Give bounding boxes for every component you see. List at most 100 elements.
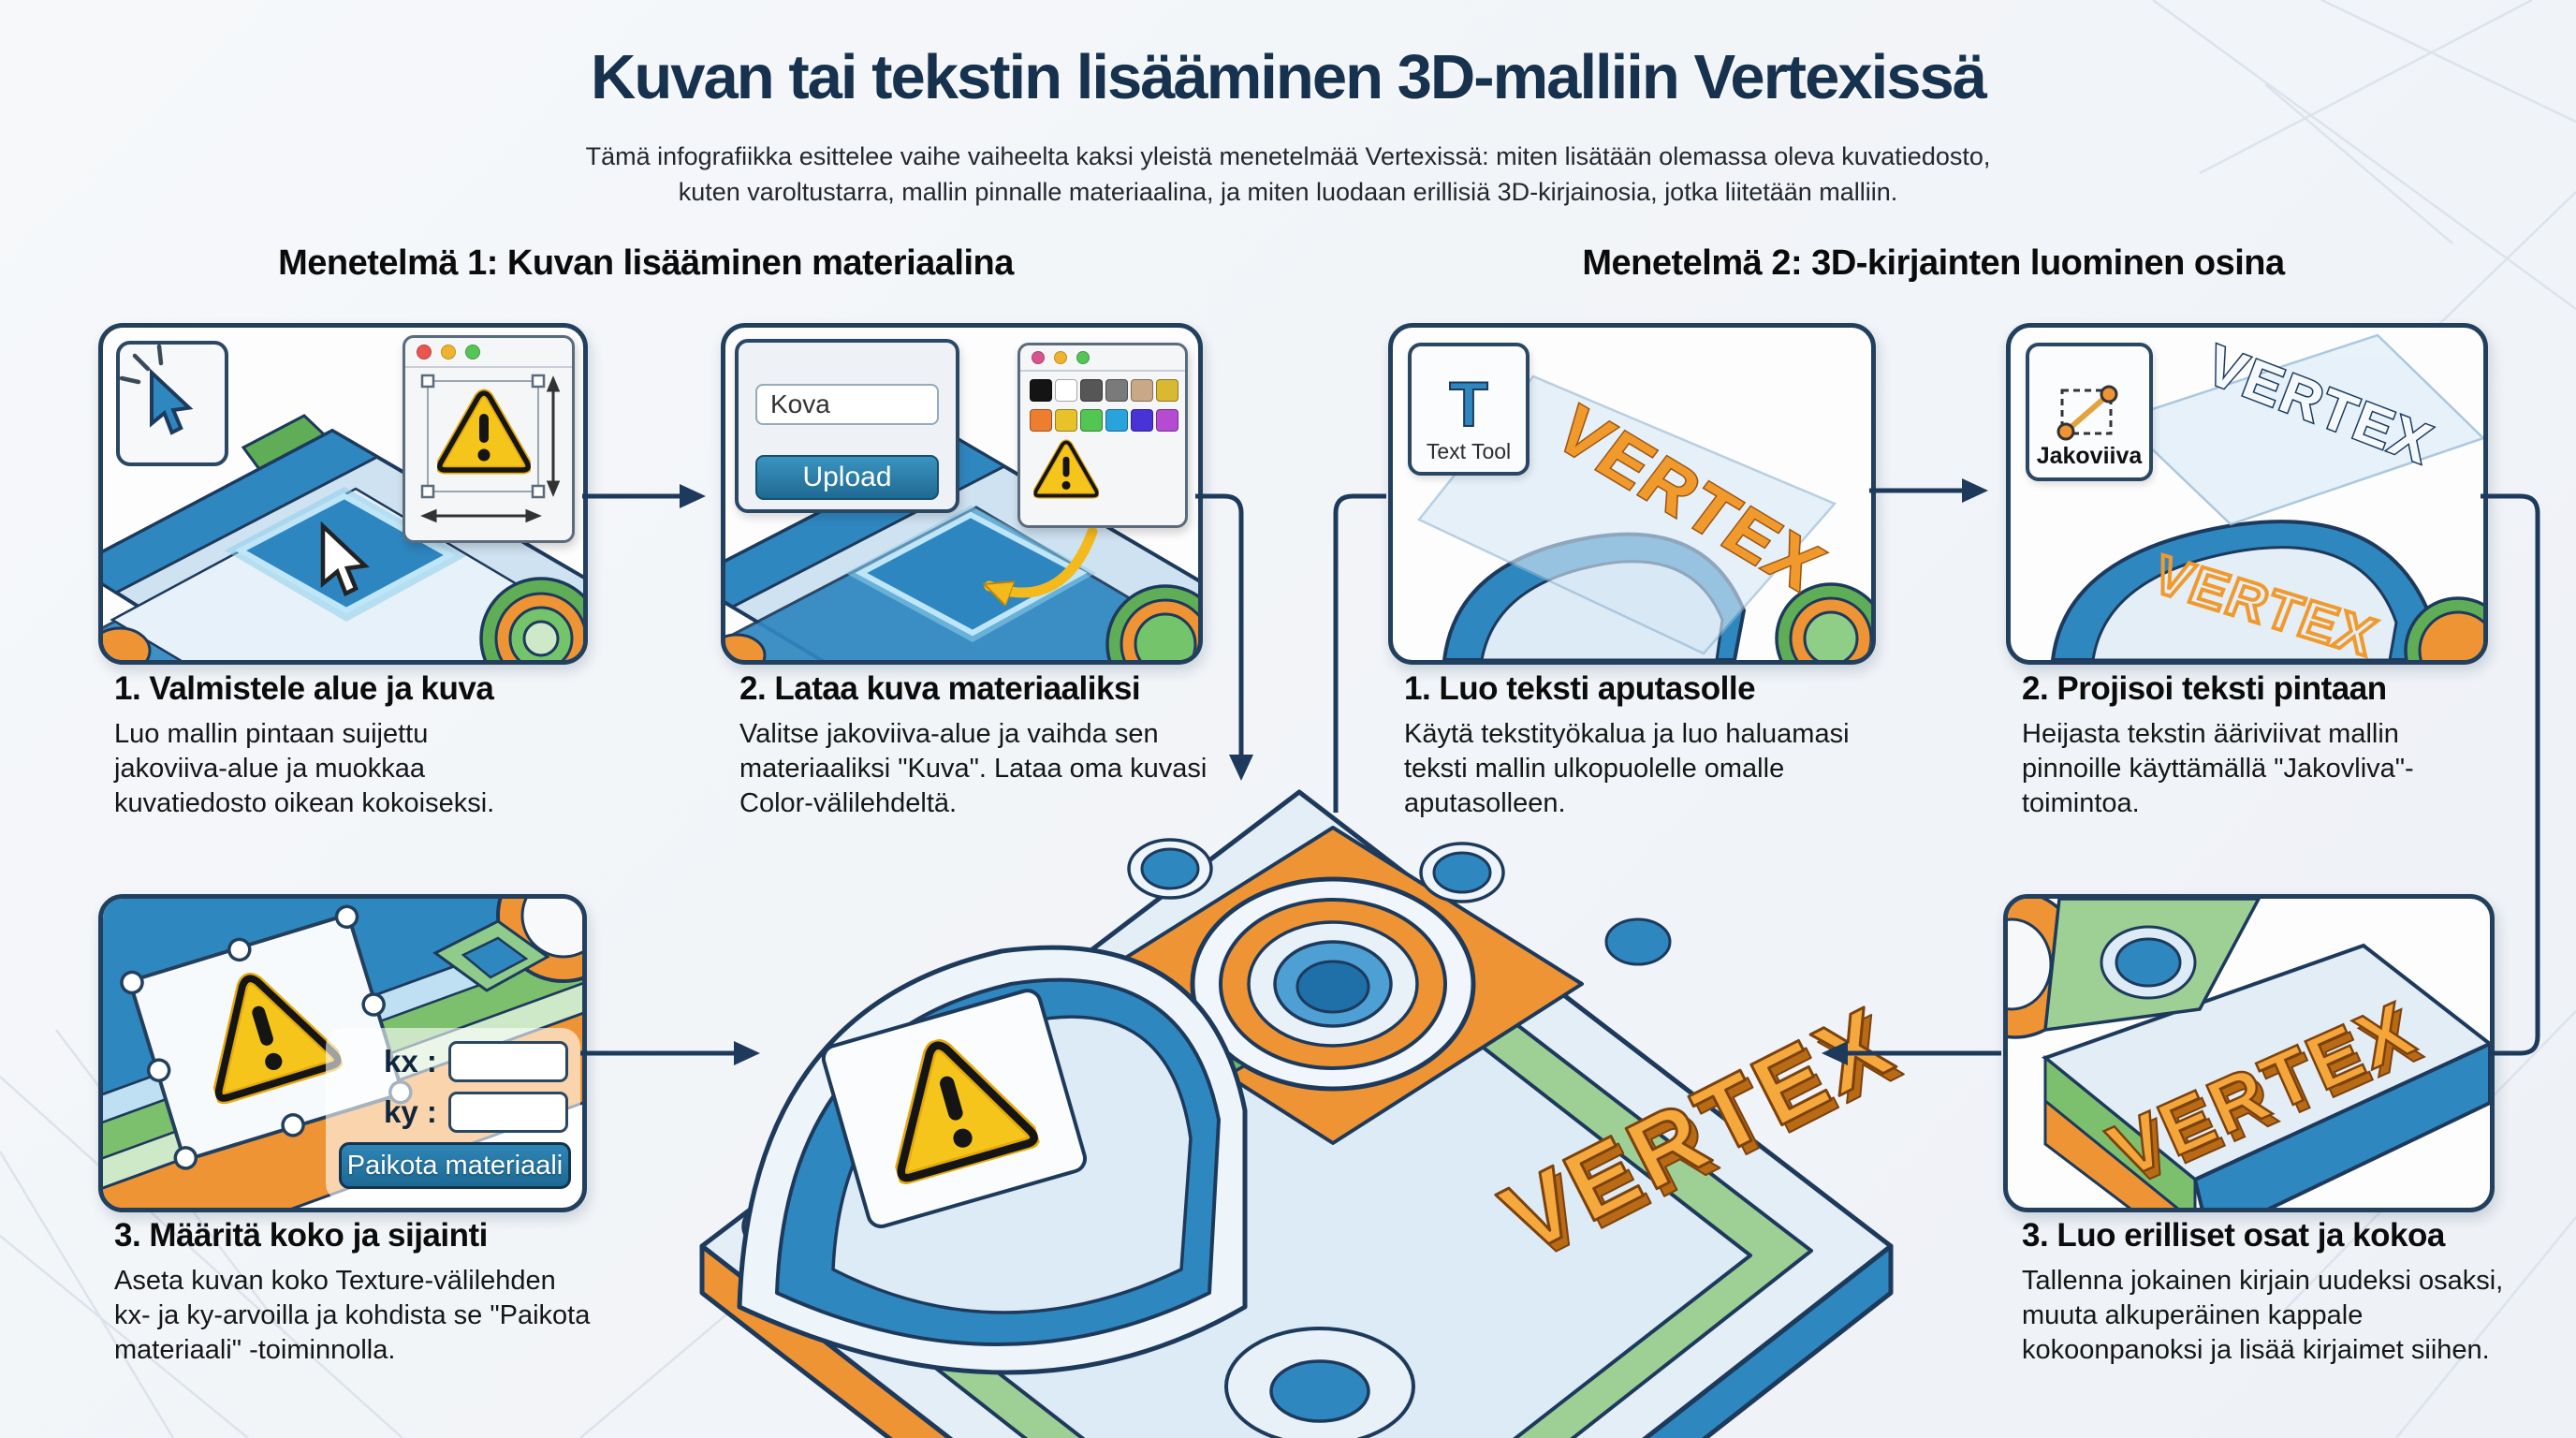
- model-cylinder-rings: [479, 577, 583, 660]
- model-orange-foot: [103, 626, 152, 660]
- window-titlebar: [405, 338, 572, 368]
- panel-method2-step1-illustration: VERTEX T Text Tool: [1388, 323, 1876, 665]
- palette-swatch[interactable]: [1105, 379, 1128, 402]
- click-tool-icon[interactable]: [116, 341, 228, 466]
- palette-swatch[interactable]: [1156, 409, 1178, 432]
- model-plate-top: [699, 789, 1894, 1438]
- maximize-dot-icon[interactable]: [465, 345, 480, 360]
- close-dot-icon[interactable]: [417, 345, 432, 360]
- step-body: Luo mallin pintaan suijettu jakoviiva-al…: [114, 719, 495, 818]
- model-cylinder-rings: [1775, 582, 1871, 660]
- text-tool-icon[interactable]: T Text Tool: [1408, 343, 1530, 476]
- maximize-dot-icon[interactable]: [1076, 351, 1090, 364]
- model-upper-assembly: [2008, 899, 2261, 1039]
- page-title: Kuvan tai tekstin lisääminen 3D-malliin …: [590, 42, 1987, 112]
- palette-swatch[interactable]: [1030, 379, 1052, 402]
- step-title: 2. Lataa kuva materiaaliksi: [739, 670, 1141, 707]
- step-method1-3: 3. Määritä koko ja sijainti Aseta kuvan …: [114, 1217, 592, 1368]
- palette-swatch[interactable]: [1080, 409, 1103, 432]
- palette-swatch[interactable]: [1055, 409, 1077, 432]
- ky-label: ky :: [384, 1094, 437, 1129]
- panel-method2-step2-illustration: VERTEX VERTEX Jakoviiva: [2006, 323, 2488, 665]
- model-plate-side-blue: [1642, 1243, 1894, 1438]
- material-name-input[interactable]: Kova: [755, 384, 939, 425]
- palette-swatch[interactable]: [1131, 379, 1153, 402]
- jakoviiva-tool-icon[interactable]: Jakoviiva: [2026, 343, 2153, 481]
- selection-area[interactable]: [845, 506, 1096, 642]
- palette-row-1: [1020, 372, 1185, 402]
- color-palette-window: [1017, 343, 1188, 528]
- step-title: 3. Luo erilliset osat ja kokoa: [2022, 1217, 2445, 1254]
- model-bottom-lug: [1224, 1327, 1415, 1438]
- panel-method1-step3-illustration: kx : ky : Paikota materiaali: [98, 894, 587, 1212]
- model-plate-side-orange: [699, 1243, 954, 1438]
- close-dot-icon[interactable]: [1032, 351, 1045, 364]
- step-method1-1: 1. Valmistele alue ja kuva Luo mallin pi…: [114, 670, 526, 821]
- step-body: Käytä tekstityökalua ja luo haluamasi te…: [1404, 719, 1850, 818]
- warning-triangle-icon[interactable]: [1033, 439, 1099, 499]
- window-titlebar: [1020, 345, 1185, 372]
- step-method2-2: 2. Projisoi teksti pintaan Heijasta teks…: [2022, 670, 2443, 821]
- step-title: 1. Luo teksti aputasolle: [1404, 670, 1756, 707]
- panel-method1-step1-illustration: [98, 323, 588, 665]
- palette-swatch[interactable]: [1080, 379, 1103, 402]
- kx-row: kx :: [384, 1041, 568, 1082]
- step-body: Heijasta tekstin ääriviivat mallin pinno…: [2022, 719, 2414, 818]
- paikota-materiaali-button[interactable]: Paikota materiaali: [339, 1142, 571, 1189]
- text-tool-label: Text Tool: [1426, 439, 1512, 463]
- upload-dialog: Kova Upload: [735, 339, 959, 513]
- kx-input[interactable]: [447, 1041, 568, 1082]
- material-name-value: Kova: [770, 389, 830, 418]
- method1-heading: Menetelmä 1: Kuvan lisääminen materiaali…: [278, 243, 1014, 283]
- panel-method1-step2-illustration: Kova Upload: [721, 323, 1203, 665]
- kx-label: kx :: [384, 1044, 437, 1078]
- ky-input[interactable]: [447, 1092, 568, 1133]
- palette-swatch[interactable]: [1156, 379, 1178, 402]
- step-title: 2. Projisoi teksti pintaan: [2022, 670, 2387, 707]
- apply-image-arrow: [989, 526, 1098, 593]
- model-dome: [2050, 520, 2433, 660]
- ky-row: ky :: [384, 1092, 568, 1133]
- resize-handles[interactable]: [420, 374, 546, 499]
- step-method2-1: 1. Luo teksti aputasolle Käytä tekstityö…: [1404, 670, 1863, 821]
- model-cylinder-rings: [1105, 584, 1198, 660]
- svg-text:VERTEX: VERTEX: [1486, 986, 1910, 1275]
- step-title: 3. Määritä koko ja sijainti: [114, 1217, 488, 1254]
- step-body: Tallenna jokainen kirjain uudeksi osaksi…: [2022, 1266, 2504, 1365]
- model-cylinder-rings: [2404, 596, 2483, 660]
- panel-method2-step3-illustration: VERTEX VERTEX: [2003, 894, 2495, 1212]
- central-3d-model-illustration: VERTEX VERTEX: [699, 789, 1920, 1438]
- svg-text:VERTEX: VERTEX: [1493, 993, 1918, 1283]
- image-preview-window: [402, 335, 575, 543]
- split-line-glyph: [2056, 385, 2118, 441]
- page-subtitle-line1: Tämä infografiikka esittelee vaihe vaihe…: [585, 142, 1991, 170]
- jakoviiva-tool-label: Jakoviiva: [2036, 443, 2143, 469]
- upload-button[interactable]: Upload: [755, 455, 939, 500]
- minimize-dot-icon[interactable]: [1054, 351, 1067, 364]
- model-top-pocket: [432, 899, 582, 992]
- text-tool-glyph: T: [1448, 369, 1489, 440]
- model-green-plate: [784, 856, 1813, 1438]
- step-method1-2: 2. Lataa kuva materiaaliksi Valitse jako…: [739, 670, 1208, 821]
- model-central-boss: [1190, 876, 1476, 1092]
- minimize-dot-icon[interactable]: [441, 345, 456, 360]
- step-body: Valitse jakoviiva-alue ja vaihda sen mat…: [739, 719, 1208, 818]
- warning-triangle-icon: [440, 393, 528, 470]
- model-inner-face: [845, 902, 1752, 1438]
- dimension-arrows: [420, 375, 561, 523]
- step-title: 1. Valmistele alue ja kuva: [114, 670, 494, 707]
- model-orange-pocket: [1082, 826, 1584, 1145]
- model-green-pocket: [1126, 1029, 1247, 1101]
- model-vertex-3d-letters: VERTEX VERTEX: [1485, 984, 1920, 1283]
- palette-swatch[interactable]: [1030, 409, 1052, 432]
- page-subtitle-line2: kuten varoltustarra, mallin pinnalle mat…: [678, 178, 1898, 206]
- palette-swatch[interactable]: [1131, 409, 1153, 432]
- step-body: Aseta kuvan koko Texture-välilehden kx- …: [114, 1266, 591, 1365]
- palette-swatch[interactable]: [1105, 409, 1128, 432]
- model-bolt-holes: [741, 838, 1672, 1253]
- method2-heading: Menetelmä 2: 3D-kirjainten luominen osin…: [1582, 243, 2285, 283]
- step-method2-3: 3. Luo erilliset osat ja kokoa Tallenna …: [2022, 1217, 2518, 1368]
- model-dome-housing: [737, 945, 1248, 1375]
- warning-triangle-icon: [871, 1027, 1035, 1180]
- palette-swatch[interactable]: [1055, 379, 1077, 402]
